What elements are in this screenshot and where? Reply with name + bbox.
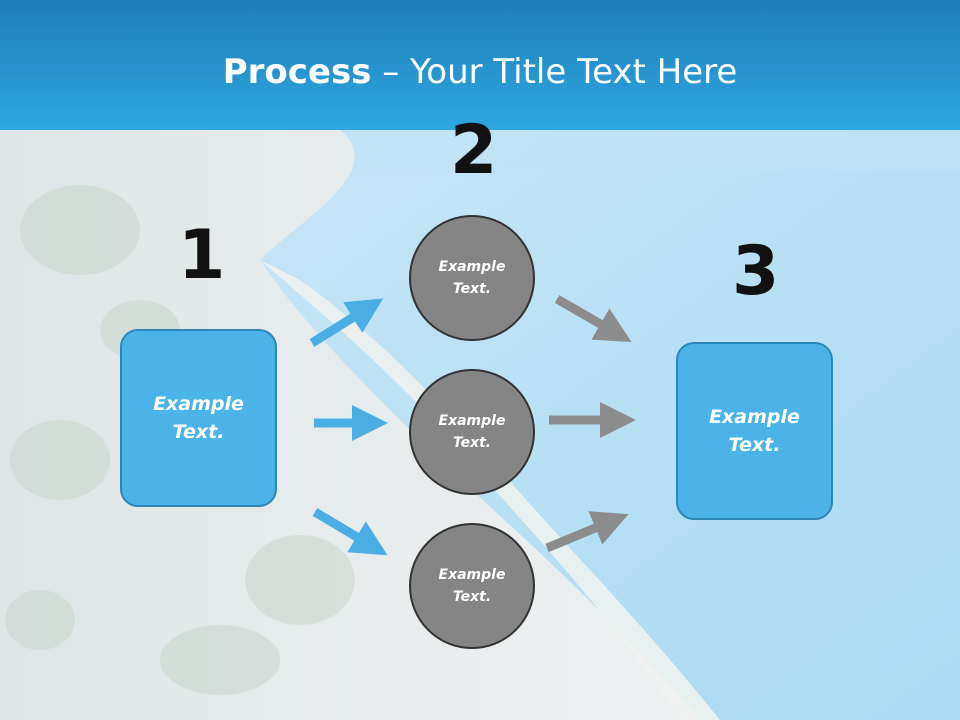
step-number-3: 3: [732, 232, 780, 311]
circle-middle-line2: Text.: [452, 435, 492, 451]
circle-top-line2: Text.: [452, 281, 492, 297]
step-number-2: 2: [450, 111, 498, 190]
step-3-label-line2: Text.: [728, 434, 781, 456]
circle-middle: Example Text.: [409, 369, 535, 495]
step-1-box: Example Text.: [120, 329, 277, 507]
circle-top-line1: Example: [438, 258, 506, 275]
step-1-label-line2: Text.: [172, 421, 225, 443]
arrow-1-to-top: [309, 298, 384, 347]
title-rest: – Your Title Text Here: [371, 52, 738, 92]
page-title: Process – Your Title Text Here: [0, 52, 960, 92]
arrow-1-to-bottom: [312, 508, 388, 556]
step-3-box: Example Text.: [676, 342, 833, 520]
step-1-label-line1: Example: [153, 392, 244, 415]
arrow-top-to-3: [554, 295, 632, 342]
circle-middle-line1: Example: [438, 412, 506, 429]
step-number-1: 1: [178, 216, 226, 295]
circle-top: Example Text.: [409, 215, 535, 341]
step-3-label-line1: Example: [709, 405, 800, 428]
circle-bottom: Example Text.: [409, 523, 535, 649]
arrow-bottom-to-3: [545, 511, 629, 553]
circle-bottom-line1: Example: [438, 566, 506, 583]
circle-bottom-line2: Text.: [452, 589, 492, 605]
title-bold: Process: [222, 52, 372, 92]
